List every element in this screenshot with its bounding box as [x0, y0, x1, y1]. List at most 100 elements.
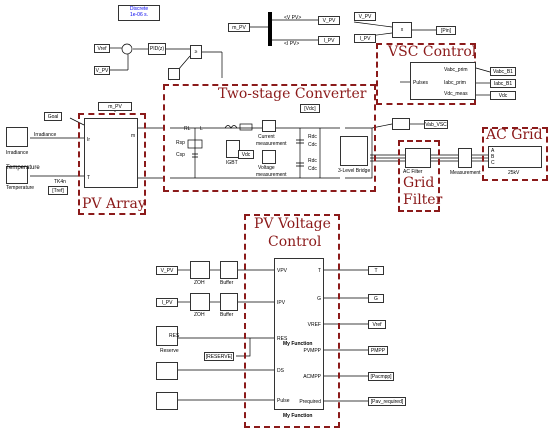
irradiance-port-label: Irradiance: [34, 132, 57, 138]
tag-out-pmpp[interactable]: PMPP: [368, 346, 388, 355]
two-stage-converter-region: [163, 84, 376, 192]
tag-pvc-i-pv[interactable]: I_PV: [156, 298, 178, 307]
grid-filter-region: [398, 140, 440, 212]
clock-line2: 1e-06 s.: [129, 12, 149, 18]
vsc-pulses-label: Pulses: [413, 80, 429, 86]
vsc-out-1: Vabc_prim: [444, 67, 468, 73]
label-cdc-1: Cdc: [308, 142, 317, 148]
label-zoh-2: ZOH: [194, 312, 205, 318]
tag-out-pav-required[interactable]: [Pav_required]: [368, 397, 406, 406]
ac-port-c: C: [491, 160, 495, 166]
label-current: Current: [258, 134, 275, 140]
tag-m-pv[interactable]: m_PV: [228, 23, 250, 32]
tag-vdc[interactable]: Vdc: [238, 150, 254, 159]
mux-label-2: <I PV>: [284, 41, 300, 47]
tag-vref[interactable]: Vref: [94, 44, 110, 53]
label-rdc-1: Rdc: [308, 134, 317, 140]
tag-iabc-b1[interactable]: Iabc_B1: [490, 79, 516, 88]
tag-out-t[interactable]: T: [368, 266, 384, 275]
tag-vabc-b1[interactable]: Vabc_B1: [490, 67, 516, 76]
clock-line1: Discrete: [129, 6, 149, 12]
pv-array-title: PV Array: [82, 196, 146, 212]
temperature-port-label: Temperature: [6, 165, 40, 171]
tag-v-pv-2[interactable]: V_PV: [354, 12, 376, 21]
compare-block[interactable]: ≥: [190, 45, 202, 59]
pv-voltage-control-title-1: PV Voltage: [254, 216, 331, 232]
fn-in-4: DS: [277, 368, 284, 374]
buffer-block-1[interactable]: [220, 261, 238, 279]
ac-grid-title: AC Grid: [486, 127, 543, 143]
fn-in-1: VPV: [277, 268, 288, 274]
fn-out-1: T: [317, 268, 321, 274]
label-25kv: 25kV: [508, 170, 520, 176]
temperature-source[interactable]: [6, 166, 28, 184]
tag-i-pv[interactable]: I_PV: [318, 36, 340, 45]
pv-port-m: m: [131, 133, 136, 139]
fn-caption: My Function: [283, 413, 313, 419]
powergui-block[interactable]: Discrete 1e-06 s.: [118, 5, 160, 21]
reserve-block[interactable]: RES: [156, 326, 179, 346]
tag-v-pv-3[interactable]: V_PV: [94, 66, 110, 75]
pv-voltage-control-title-2: Control: [268, 234, 322, 250]
rate-limiter-block[interactable]: [168, 68, 180, 80]
tag-vdc-bracket[interactable]: [Vdc]: [300, 104, 320, 113]
label-buffer-2: Buffer: [220, 312, 234, 318]
buffer-block-2[interactable]: [220, 293, 238, 311]
label-reserve: Reserve: [160, 348, 179, 354]
igbt-block[interactable]: [226, 140, 240, 158]
pv-array-block[interactable]: Ir T m: [84, 118, 138, 188]
irradiance-caption: Irradiance: [6, 150, 29, 156]
pid-block[interactable]: PID(z): [148, 43, 166, 55]
fn-center-label: My Function: [283, 341, 313, 347]
fn-out-3: VREF: [307, 322, 321, 328]
label-rl: RL: [184, 126, 191, 132]
ac-source-block[interactable]: A B C: [488, 146, 542, 168]
label-zoh-1: ZOH: [194, 280, 205, 286]
label-voltage: Voltage: [258, 165, 275, 171]
tag-goal[interactable]: Goal: [44, 112, 62, 121]
label-measurement-1: measurement: [256, 141, 287, 147]
vab-measure-block[interactable]: [392, 118, 410, 130]
tag-pvc-v-pv[interactable]: V_PV: [156, 266, 178, 275]
temp-unit-label: TK4n: [54, 179, 66, 185]
zoh-block-1[interactable]: [190, 261, 210, 279]
tag-v-pv[interactable]: V_PV: [318, 16, 340, 25]
mux-label-1: <V PV>: [284, 15, 302, 21]
tag-i-pv-2[interactable]: I_PV: [354, 34, 376, 43]
zoh-block-2[interactable]: [190, 293, 210, 311]
tag-vab-vsc[interactable]: Vab_VSC: [424, 120, 448, 129]
tag-m-pv-goto[interactable]: m_PV: [98, 102, 132, 111]
pv-voltage-control-region: [244, 214, 340, 428]
label-igbt: IGBT: [226, 160, 238, 166]
step-block[interactable]: [156, 362, 178, 380]
tag-tref[interactable]: [Tref]: [48, 186, 68, 195]
label-measurement: Measurement: [450, 170, 481, 176]
fn-out-5: ACMPP: [303, 374, 321, 380]
tag-pin[interactable]: [Pin]: [436, 26, 456, 35]
irradiance-source[interactable]: [6, 127, 28, 147]
fn-in-3: RES: [277, 336, 288, 342]
label-csp: Csp: [176, 152, 185, 158]
vsc-control-block[interactable]: Pulses Vabc_prim Iabc_prim Vdc_meas: [410, 62, 476, 100]
label-rdc-2: Rdc: [308, 158, 317, 164]
voltage-measurement-block[interactable]: [262, 150, 276, 164]
label-bridge: 3-Level Bridge: [338, 168, 371, 174]
vsc-out-3: Vdc_meas: [444, 91, 468, 97]
tag-reserve[interactable]: [RESERVE]: [204, 352, 234, 361]
temperature-caption: Temperature: [6, 185, 35, 191]
tag-out-vref[interactable]: Vref: [368, 320, 386, 329]
label-rsp: Rsp: [176, 140, 185, 146]
product-block[interactable]: x: [392, 22, 412, 38]
pulse-generator-block[interactable]: [156, 392, 178, 410]
tag-out-g[interactable]: G: [368, 294, 384, 303]
fn-in-5: Pulse: [277, 398, 290, 404]
three-level-bridge-block[interactable]: [340, 136, 368, 166]
current-measurement-block[interactable]: [262, 120, 276, 132]
measurement-block[interactable]: [458, 148, 472, 168]
tag-vdc-vsc[interactable]: Vdc: [490, 91, 516, 100]
two-stage-converter-title: Two-stage Converter: [218, 86, 367, 102]
tag-out-pacmpp[interactable]: [Pacmpp]: [368, 372, 394, 381]
ac-filter-block[interactable]: [405, 148, 431, 168]
my-function-block[interactable]: VPV IPV RES DS Pulse T G VREF PVMPP ACMP…: [274, 258, 324, 410]
label-l: L: [200, 126, 203, 132]
